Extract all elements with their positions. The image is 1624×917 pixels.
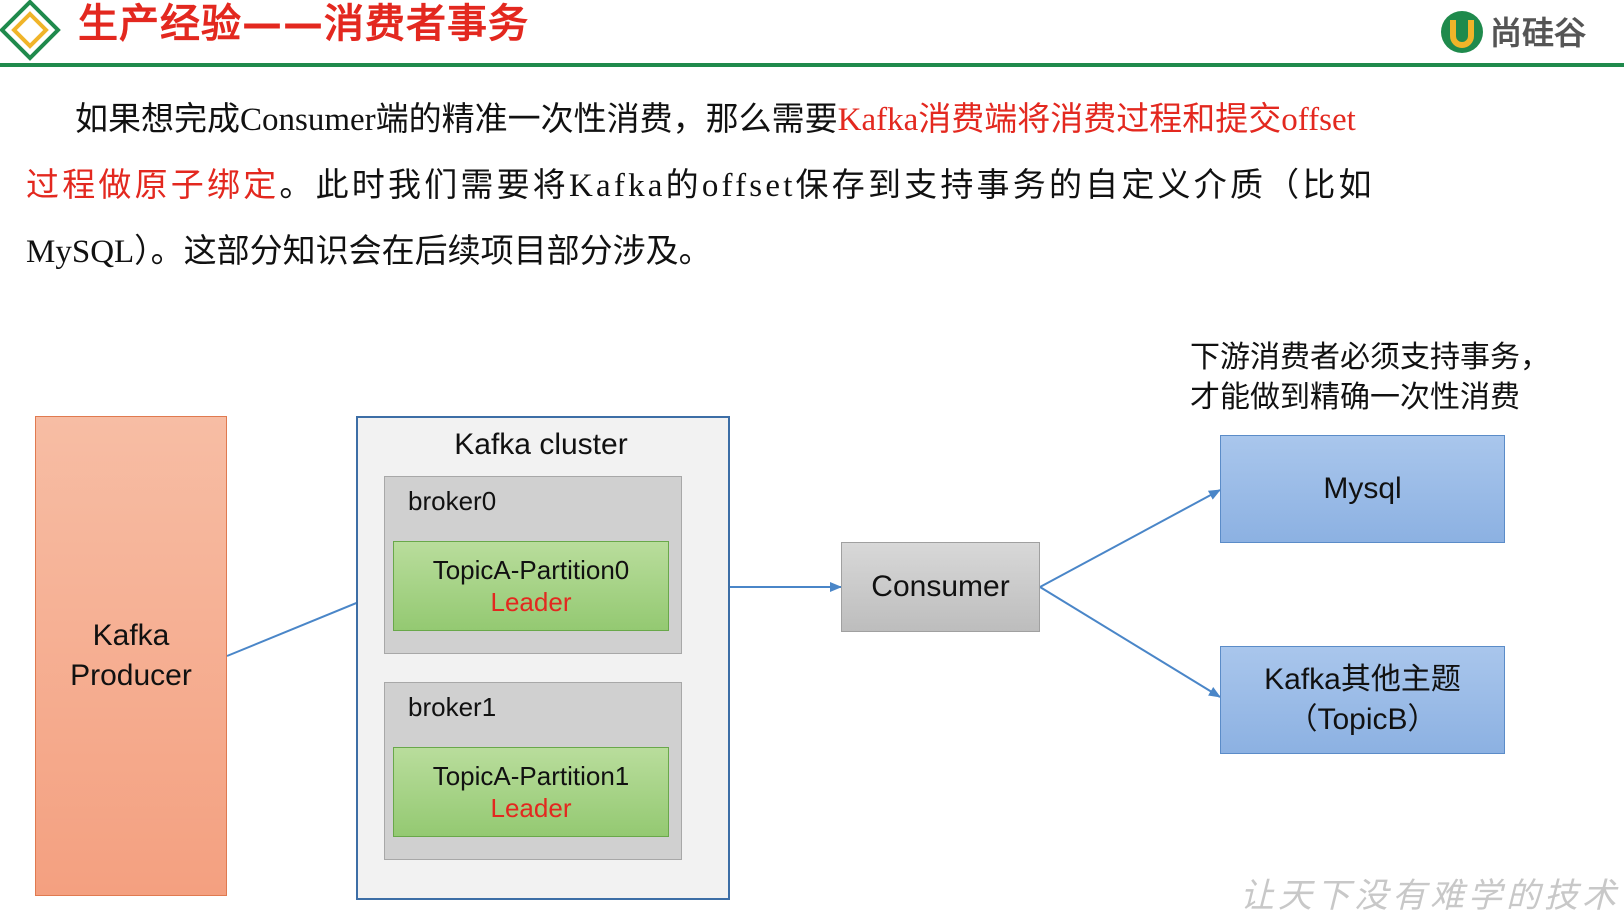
partition0-label: TopicA-Partition0 bbox=[432, 555, 630, 585]
broker0-label: broker0 bbox=[408, 486, 497, 516]
transaction-note: 下游消费者必须支持事务， 才能做到精确一次性消费 bbox=[1190, 338, 1550, 418]
partition1-box: TopicA-Partition1 Leader bbox=[393, 747, 669, 837]
diamond-logo-icon bbox=[0, 0, 61, 61]
producer-label-1: Kafka bbox=[92, 619, 170, 652]
partition1-leader-label: Leader bbox=[490, 793, 572, 823]
header-divider bbox=[0, 63, 1624, 67]
consumer-box: Consumer bbox=[841, 542, 1040, 632]
partition0-leader-label: Leader bbox=[490, 587, 572, 617]
other-topic-label-1: Kafka其他主题 bbox=[1264, 663, 1461, 696]
brand-name: 尚硅谷 bbox=[1490, 14, 1587, 52]
consumer-to-topicb-arrow bbox=[1039, 586, 1221, 698]
partition1-label: TopicA-Partition1 bbox=[432, 761, 630, 791]
mysql-box: Mysql bbox=[1220, 435, 1505, 543]
paragraph-highlight: 过程做原子绑定 bbox=[26, 168, 280, 204]
consumer-to-mysql-arrow bbox=[1039, 489, 1221, 588]
paragraph-line-1: 如果想完成Consumer端的精准一次性消费，那么需要Kafka消费端将消费过程… bbox=[75, 92, 1356, 140]
kafka-cluster-label: Kafka cluster bbox=[454, 428, 628, 461]
paragraph-text: 。此时我们需要将Kafka的offset保存到支持事务的自定义介质（比如 bbox=[279, 168, 1375, 204]
brand-logo-icon bbox=[1441, 11, 1483, 53]
broker1-label: broker1 bbox=[408, 692, 497, 722]
paragraph-highlight: Kafka消费端将消费过程和提交offset bbox=[837, 102, 1356, 138]
other-topic-label-2: （TopicB） bbox=[1287, 703, 1438, 736]
footer-slogan: 让天下没有难学的技术 bbox=[1240, 876, 1620, 916]
note-line-2: 才能做到精确一次性消费 bbox=[1190, 380, 1520, 415]
note-line-1: 下游消费者必须支持事务， bbox=[1190, 340, 1550, 375]
kafka-other-topic-box: Kafka其他主题 （TopicB） bbox=[1220, 646, 1505, 754]
paragraph-text: 如果想完成Consumer端的精准一次性消费，那么需要 bbox=[75, 102, 838, 138]
producer-label-2: Producer bbox=[70, 659, 192, 692]
paragraph-line-2: 过程做原子绑定。此时我们需要将Kafka的offset保存到支持事务的自定义介质… bbox=[26, 158, 1375, 206]
partition0-box: TopicA-Partition0 Leader bbox=[393, 541, 669, 631]
page-title: 生产经验——消费者事务 bbox=[78, 1, 529, 47]
paragraph-line-3: MySQL）。这部分知识会在后续项目部分涉及。 bbox=[26, 234, 712, 270]
